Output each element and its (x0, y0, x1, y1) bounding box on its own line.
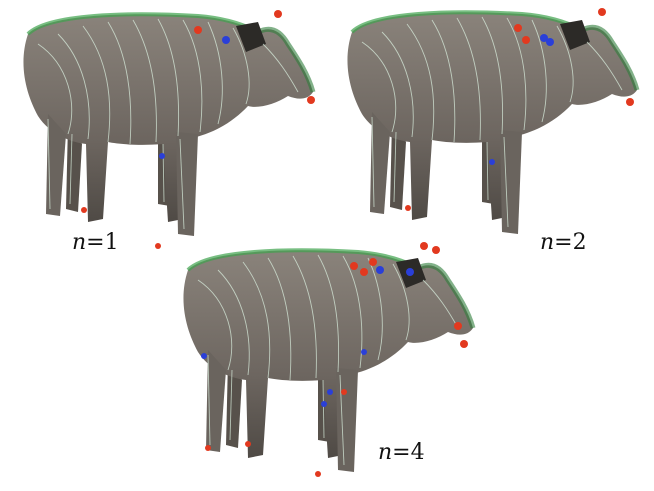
singularity-positive (522, 36, 530, 44)
singularity-positive (274, 10, 282, 18)
singularity-negative (361, 349, 367, 355)
singularity-positive (514, 24, 522, 32)
singularity-negative (159, 153, 165, 159)
caption-n1: n=1 (72, 230, 119, 255)
singularity-positive (369, 258, 377, 266)
panel-n4 (168, 240, 488, 485)
singularity-positive (81, 207, 87, 213)
singularity-negative (540, 34, 548, 42)
caption-n2: n=2 (540, 230, 587, 255)
singularity-positive (405, 205, 411, 211)
panel-n2 (332, 2, 652, 247)
singularity-negative (327, 389, 333, 395)
singularity-positive (205, 445, 211, 451)
singularity-negative (546, 38, 554, 46)
singularity-positive (350, 262, 358, 270)
caption-eq: = (554, 230, 573, 255)
cow-mesh-n4 (168, 242, 488, 477)
panel-n1 (8, 4, 328, 249)
singularity-positive (315, 471, 321, 477)
singularity-negative (321, 401, 327, 407)
caption-var: n (540, 230, 555, 255)
singularity-positive (360, 268, 368, 276)
singularity-positive (245, 441, 251, 447)
singularity-positive (598, 8, 606, 16)
singularity-positive (307, 96, 315, 104)
singularity-negative (406, 268, 414, 276)
singularity-positive (155, 243, 161, 249)
singularity-positive (626, 98, 634, 106)
caption-n4: n=4 (378, 440, 425, 465)
singularity-negative (489, 159, 495, 165)
singularity-positive (341, 389, 347, 395)
singularity-negative (201, 353, 207, 359)
caption-var: n (72, 230, 87, 255)
singularity-negative (222, 36, 230, 44)
singularity-positive (420, 242, 428, 250)
caption-eq: = (392, 440, 411, 465)
cow-mesh-n2 (332, 8, 652, 247)
singularity-positive (432, 246, 440, 254)
caption-value: 2 (572, 230, 587, 255)
caption-value: 4 (410, 440, 425, 465)
cow-mesh-n1 (8, 10, 328, 249)
singularity-positive (454, 322, 462, 330)
singularity-positive (194, 26, 202, 34)
caption-var: n (378, 440, 393, 465)
singularity-negative (376, 266, 384, 274)
caption-value: 1 (104, 230, 119, 255)
caption-eq: = (86, 230, 105, 255)
singularity-positive (460, 340, 468, 348)
